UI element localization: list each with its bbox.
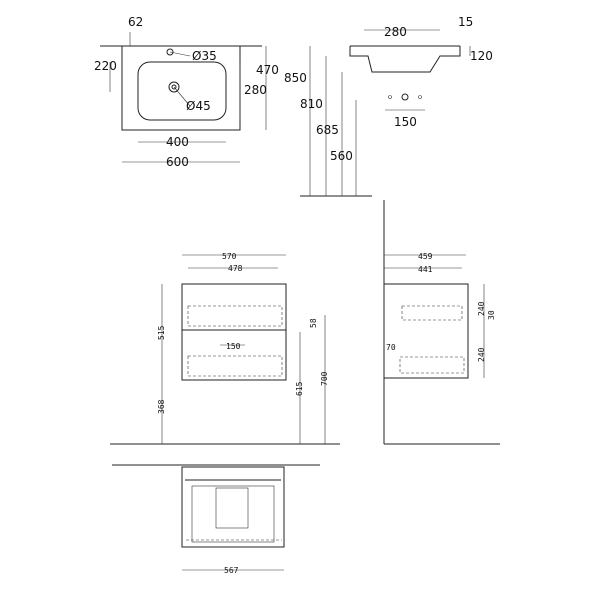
cabinet-plan-view: 567 (112, 464, 320, 575)
dim-400: 400 (166, 135, 189, 149)
dim-240-upper: 240 (477, 301, 486, 316)
drain-icon (168, 81, 180, 93)
basin-side-view: 280 15 120 850 810 685 560 150 (284, 15, 493, 197)
dim-150: 150 (394, 115, 417, 129)
dim-567: 567 (224, 566, 239, 575)
dim-d35: Ø35 (192, 49, 217, 63)
dim-240-lower: 240 (477, 347, 486, 362)
tap-hole-icon (166, 48, 174, 56)
dim-d45: Ø45 (186, 99, 211, 113)
dim-120: 120 (470, 49, 493, 63)
cabinet-side-view: 459 441 240 30 240 70 (383, 200, 500, 445)
cabinet-outline (181, 283, 287, 381)
drain-icon (401, 93, 409, 101)
dim-615: 615 (295, 381, 304, 396)
dim-515: 515 (157, 325, 166, 340)
dim-30: 30 (487, 310, 496, 320)
dim-220: 220 (94, 59, 117, 73)
dim-470: 470 (256, 63, 279, 77)
dim-810: 810 (300, 97, 323, 111)
dim-280: 280 (384, 25, 407, 39)
dim-570: 570 (222, 252, 237, 261)
dim-441: 441 (418, 265, 433, 274)
dim-62: 62 (128, 15, 143, 29)
basin-outline (121, 45, 241, 131)
dim-368: 368 (157, 399, 166, 414)
dim-150: 150 (226, 342, 241, 351)
dim-15: 15 (458, 15, 473, 29)
dim-70: 70 (386, 343, 396, 352)
dim-280: 280 (244, 83, 267, 97)
dim-600: 600 (166, 155, 189, 169)
bowl-outline (137, 61, 227, 121)
dim-850: 850 (284, 71, 307, 85)
basin-top-view: 62 220 Ø35 280 470 Ø45 400 600 (94, 15, 279, 169)
dim-560: 560 (330, 149, 353, 163)
cabinet-front-view: 570 478 515 58 150 368 615 700 (110, 252, 340, 445)
dim-685: 685 (316, 123, 339, 137)
dim-478: 478 (228, 264, 243, 273)
dim-700: 700 (320, 371, 329, 386)
dim-459: 459 (418, 252, 433, 261)
dim-58: 58 (309, 318, 318, 328)
